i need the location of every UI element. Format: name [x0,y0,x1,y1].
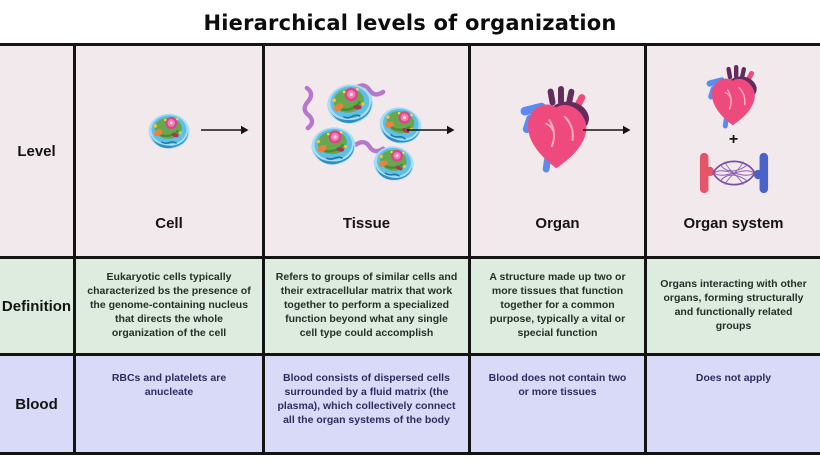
row-header-blood: Blood [0,356,73,452]
row-header-level-label: Level [17,142,56,160]
definition-cell-tissue: Refers to groups of similar cells and th… [265,259,468,353]
blood-vessels-illustration [698,149,770,197]
column-label-organ-system: Organ system [683,215,784,232]
level-cell-cell: Cell [76,46,262,256]
blood-cell-organ: Blood does not contain two or more tissu… [471,356,644,452]
blood-cell-tissue: Blood consists of dispersed cells surrou… [265,356,468,452]
level-cell-tissue: Tissue [265,46,468,256]
definition-cell-organ: A structure made up two or more tissues … [471,259,644,353]
organ-system-icon-zone: + [647,46,820,215]
arrow-right-icon [406,124,456,136]
title-bar: Hierarchical levels of organization [0,0,820,43]
heart-illustration [699,65,769,131]
column-label-organ: Organ [535,215,580,232]
definition-cell-organ-system: Organs interacting with other organs, fo… [647,259,820,353]
tissue-cells-illustration [301,79,426,184]
arrow-right-icon [200,124,250,136]
definition-cell-cell: Eukaryotic cells typically characterized… [76,259,262,353]
level-cell-organ-system: + Organ system [647,46,820,256]
row-header-definition-label: Definition [1,297,72,315]
column-label-tissue: Tissue [342,215,391,232]
column-label-cell: Cell [155,215,183,232]
row-header-level: Level [0,46,73,256]
blood-cell-cell: RBCs and platelets are anucleate [76,356,262,452]
page-title: Hierarchical levels of organization [203,11,617,35]
hierarchy-table: Level Cell Tissue [0,43,820,455]
plus-sign: + [728,130,739,148]
arrow-right-icon [582,124,632,136]
plant-cell-illustration [146,110,192,151]
row-header-definition: Definition [0,259,73,353]
level-cell-organ: Organ [471,46,644,256]
row-header-blood-label: Blood [15,395,58,413]
blood-cell-organ-system: Does not apply [647,356,820,452]
tissue-icon-zone [265,46,468,215]
